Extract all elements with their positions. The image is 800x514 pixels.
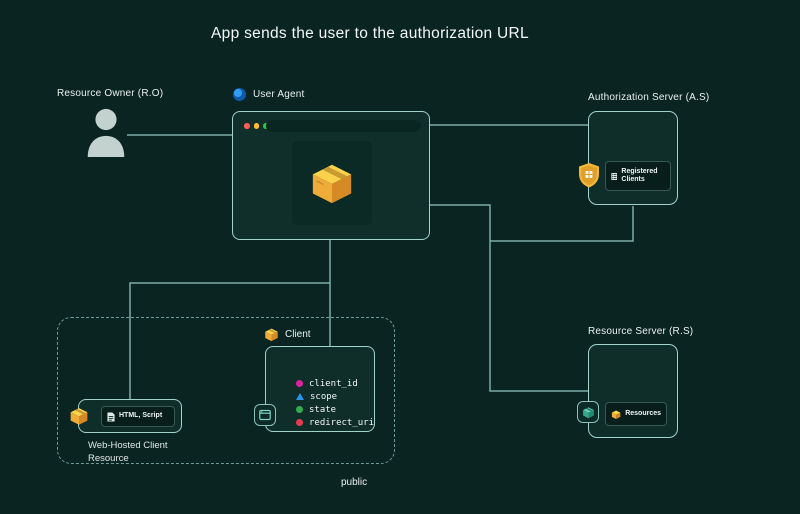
param-label: redirect_uri: [309, 417, 375, 428]
triangle-marker-icon: [296, 393, 304, 400]
public-zone: [57, 317, 395, 464]
client-param-state: state: [296, 403, 374, 416]
authorization-server-box: Registered Clients: [579, 111, 678, 205]
html-script-badge: HTML, Script: [101, 406, 175, 427]
app-tile: [292, 141, 372, 225]
resource-owner-label: Resource Owner (R.O): [57, 88, 164, 99]
public-zone-label: public: [341, 477, 368, 488]
param-label: client_id: [309, 378, 358, 389]
web-hosted-resource-label: Web-Hosted Client Resource: [88, 440, 168, 464]
html-script-badge-label: HTML, Script: [119, 412, 163, 420]
client-param-client_id: client_id: [296, 377, 374, 390]
traffic-light-maximize-icon: [263, 123, 269, 129]
resource-server-node-icon: [577, 401, 599, 423]
circle-marker-icon: [296, 419, 303, 426]
web-hosted-resource-box: HTML, Script: [70, 399, 182, 433]
param-label: state: [309, 404, 337, 415]
browser-address-bar: [266, 120, 421, 132]
circle-marker-icon: [296, 380, 303, 387]
package-icon: [312, 164, 352, 204]
client-node-icon: [254, 404, 276, 426]
circle-marker-icon: [296, 406, 303, 413]
traffic-light-close-icon: [244, 123, 250, 129]
client-param-scope: scope: [296, 390, 374, 403]
resource-server-label: Resource Server (R.S): [588, 326, 694, 337]
resources-badge: Resources: [605, 402, 667, 426]
connector-auth-server-join: [490, 206, 634, 242]
user-agent-label: User Agent: [253, 89, 305, 100]
person-icon: [87, 108, 125, 157]
script-file-icon: [107, 412, 115, 421]
connector-browser-to-web-hosted: [129, 282, 330, 399]
registered-clients-badge: Registered Clients: [605, 161, 671, 191]
client-package-icon: [265, 328, 278, 342]
resources-package-icon: [611, 409, 621, 419]
web-hosted-package-icon: [70, 408, 88, 425]
browser-globe-icon: [233, 88, 246, 101]
connector-browser-to-resource-server: [430, 204, 588, 392]
client-list-icon: [611, 172, 618, 180]
resource-server-box: Resources: [577, 344, 678, 438]
diagram-title: App sends the user to the authorization …: [211, 25, 529, 42]
resources-badge-label: Resources: [625, 409, 661, 417]
client-param-redirect_uri: redirect_uri: [296, 416, 374, 429]
authorization-server-label: Authorization Server (A.S): [588, 92, 710, 103]
traffic-light-minimize-icon: [253, 123, 259, 129]
registered-clients-badge-label: Registered Clients: [621, 167, 658, 183]
param-label: scope: [310, 391, 338, 402]
traffic-lights: [244, 123, 269, 129]
user-agent-header: User Agent: [233, 88, 304, 101]
client-header: Client: [264, 327, 311, 342]
browser-window: [232, 111, 430, 240]
shield-icon: [579, 163, 599, 188]
teal-package-icon: [582, 406, 594, 418]
client-label: Client: [285, 329, 311, 340]
window-icon: [259, 409, 271, 421]
